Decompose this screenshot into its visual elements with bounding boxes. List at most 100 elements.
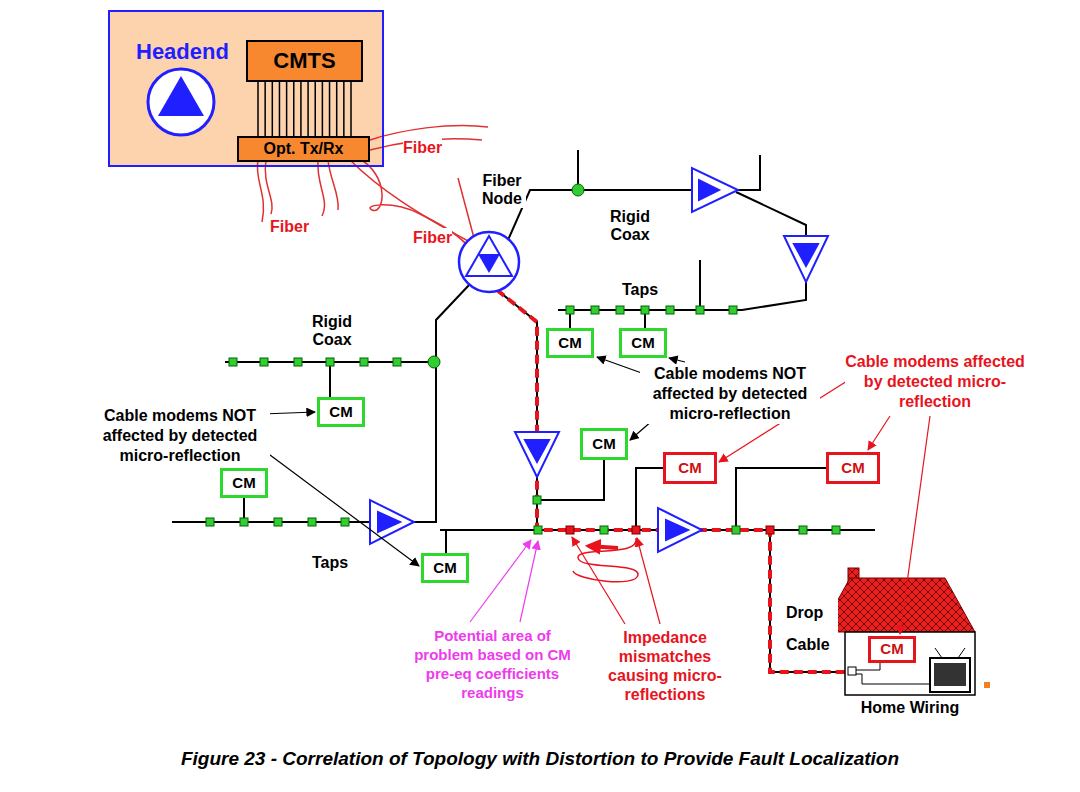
- box-label: CM: [841, 460, 864, 477]
- tap-symbol: [533, 496, 541, 504]
- house-illustration: [984, 682, 990, 688]
- box-label: CM: [678, 460, 701, 477]
- box-label: CM: [558, 335, 581, 352]
- house-illustration: [935, 648, 942, 658]
- headend-region: HeadendCMTSOpt. Tx/Rx: [108, 10, 384, 167]
- headend-ground: [108, 10, 384, 167]
- box-label: CM: [631, 335, 654, 352]
- tap-symbol: [616, 306, 624, 314]
- leader-line: [266, 452, 419, 566]
- tap-symbol: [360, 358, 368, 366]
- amplifier-symbol: [658, 508, 702, 552]
- fiber-label: Fiber: [413, 228, 452, 248]
- headend-ground: [108, 10, 384, 167]
- callout-note: Cable modems NOT affected by detected mi…: [90, 406, 270, 466]
- tap-symbol: [600, 526, 608, 534]
- tap-symbol: [206, 306, 840, 534]
- cable-label: Drop Cable: [786, 597, 838, 661]
- coax-line: [414, 284, 470, 522]
- house-illustration: [856, 662, 880, 670]
- splitter-dot: [428, 184, 584, 368]
- fiber-cable: [257, 160, 263, 222]
- tap-label: Taps: [622, 280, 658, 300]
- callout-note: Cable modems NOT affected by detected mi…: [640, 364, 820, 424]
- box-label: CMTS: [273, 49, 335, 73]
- tap-symbol: [641, 306, 649, 314]
- amplifier-symbol: [794, 244, 818, 266]
- cable-type-label: Rigid Coax: [600, 208, 660, 244]
- coax-line: [329, 362, 331, 397]
- cable-modem-box: CM: [220, 468, 268, 498]
- splitter-dot: [572, 184, 584, 196]
- tap-symbol: [566, 306, 574, 314]
- coax-line: [172, 521, 370, 523]
- coax-line: [172, 150, 875, 672]
- leader-line: [262, 357, 930, 634]
- tap-symbol: [308, 518, 316, 526]
- fiber-node-symbol: [459, 232, 519, 292]
- leader-line: [900, 416, 930, 634]
- leader-line: [572, 537, 625, 624]
- tap-symbol: [534, 526, 542, 534]
- amplifier-symbol: [378, 512, 400, 532]
- tap-symbol: [666, 306, 674, 314]
- cable-modem-box: CM: [663, 452, 717, 484]
- tap-symbol: [393, 358, 401, 366]
- amplifier-symbol: [699, 180, 719, 200]
- cable-modem-box: CM: [580, 428, 628, 460]
- headend-icon: [158, 76, 204, 116]
- amplifier-symbol: [370, 500, 414, 544]
- coax-line: [537, 460, 604, 500]
- micro-reflection-symbol: [573, 538, 638, 582]
- fiber-cable: [265, 160, 272, 214]
- cmts-box: CMTS: [246, 40, 363, 82]
- amplifier-symbol: [784, 236, 828, 282]
- leader-line: [637, 538, 660, 624]
- box-label: CM: [232, 475, 255, 492]
- tap-label: Taps: [312, 553, 348, 573]
- callout-note: Potential area of problem based on CM pr…: [405, 626, 580, 702]
- figure-caption: Figure 23 - Correlation of Topology with…: [0, 748, 1080, 770]
- faulty-tap: [566, 526, 574, 534]
- amplifier-symbol: [370, 168, 828, 552]
- coax-line: [736, 192, 806, 236]
- box-label: Opt. Tx/Rx: [263, 140, 343, 158]
- cable-modem-box: CM: [546, 328, 594, 358]
- tap-symbol: [294, 358, 302, 366]
- node-label: Fiber Node: [478, 172, 526, 208]
- fault-path: [497, 290, 846, 672]
- tap-symbol: [274, 518, 282, 526]
- fiber-cable: [328, 160, 338, 210]
- tap-symbol: [240, 518, 248, 526]
- fiber-label: Fiber: [403, 138, 442, 158]
- tap-symbol: [732, 526, 740, 534]
- amplifier-symbol: [666, 520, 688, 540]
- coax-line: [738, 155, 760, 190]
- fiber-node-symbol: [466, 236, 512, 276]
- amplifier-symbol: [525, 440, 549, 462]
- coax-line: [736, 468, 826, 530]
- fiber-node-symbol: [478, 254, 500, 273]
- amplifier-symbol: [692, 168, 738, 212]
- tap-symbol: [832, 526, 840, 534]
- faulty-tap: [566, 526, 774, 534]
- tap-symbol: [206, 518, 214, 526]
- fiber-cable: [257, 125, 488, 246]
- fiber-node-symbol: [459, 232, 519, 292]
- box-label: CM: [433, 560, 456, 577]
- coax-line: [445, 530, 447, 553]
- box-label: CM: [329, 404, 352, 421]
- coax-line: [770, 530, 846, 672]
- amplifier-symbol: [515, 432, 559, 477]
- tap-symbol: [799, 526, 807, 534]
- cable-modem-box: CM: [421, 553, 469, 583]
- house-illustration: [820, 568, 990, 695]
- fault-path: [497, 290, 846, 672]
- cable-modem-box: CM: [317, 397, 365, 427]
- cable-modem-box: CM: [826, 452, 880, 484]
- cable-modem-box: CM: [868, 636, 916, 663]
- house-illustration: [934, 663, 966, 686]
- coax-line: [558, 309, 742, 311]
- optical-transceiver-box: Opt. Tx/Rx: [237, 136, 370, 162]
